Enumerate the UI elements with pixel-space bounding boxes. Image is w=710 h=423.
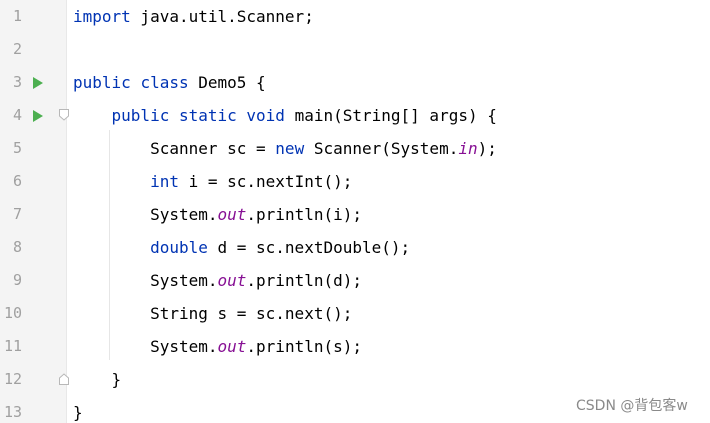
code-line[interactable]: 2 [0, 33, 710, 66]
watermark: CSDN @背包客w [576, 398, 688, 414]
line-number: 6 [12, 172, 22, 190]
code-text: int i = sc.nextInt(); [73, 165, 352, 198]
code-token [73, 106, 112, 125]
keyword-token: import [73, 7, 131, 26]
line-number: 3 [12, 73, 22, 91]
keyword-token: new [275, 139, 305, 158]
code-token: ); [477, 139, 497, 158]
code-line[interactable]: 11 System.out.println(s); [0, 330, 710, 363]
keyword-token: void [246, 106, 285, 125]
code-line[interactable]: 13} [0, 396, 710, 423]
code-line[interactable]: 12 } [0, 363, 710, 396]
code-line[interactable]: 7 System.out.println(i); [0, 198, 710, 231]
code-token [131, 73, 141, 92]
code-token: System. [73, 337, 218, 356]
code-token [73, 172, 150, 191]
line-number: 9 [12, 271, 22, 289]
keyword-token: class [140, 73, 189, 92]
line-number: 13 [3, 403, 22, 421]
static-field-token: out [217, 205, 247, 224]
fold-open-icon[interactable] [59, 109, 69, 121]
code-token: .println(s); [246, 337, 362, 356]
code-token: d = sc.nextDouble(); [207, 238, 411, 257]
code-line[interactable]: 8 double d = sc.nextDouble(); [0, 231, 710, 264]
keyword-token: double [150, 238, 208, 257]
code-text: public static void main(String[] args) { [73, 99, 497, 132]
code-line[interactable]: 5 Scanner sc = new Scanner(System.in); [0, 132, 710, 165]
code-line[interactable]: 1 import java.util.Scanner; [0, 0, 710, 33]
code-token: String s = sc.next(); [73, 304, 353, 323]
keyword-token: int [150, 172, 179, 191]
code-line[interactable]: 3 public class Demo5 { [0, 66, 710, 99]
line-number: 7 [12, 205, 22, 223]
code-token: Scanner(System. [304, 139, 459, 158]
static-field-token: in [458, 139, 478, 158]
indent-guide [109, 130, 110, 360]
code-token: java.util.Scanner; [130, 7, 314, 26]
code-token: .println(d); [246, 271, 362, 290]
line-number: 2 [12, 40, 22, 58]
code-line[interactable]: 4 public static void main(String[] args)… [0, 99, 710, 132]
run-icon[interactable] [33, 110, 43, 122]
line-number: 10 [3, 304, 22, 322]
keyword-token: static [178, 106, 237, 125]
code-token: System. [73, 205, 218, 224]
code-token [169, 106, 179, 125]
code-token: .println(i); [246, 205, 362, 224]
keyword-token: public [73, 73, 131, 92]
code-token: i = sc.nextInt(); [178, 172, 353, 191]
static-field-token: out [217, 337, 247, 356]
line-number: 1 [12, 7, 22, 25]
code-text: System.out.println(i); [73, 198, 362, 231]
code-text: System.out.println(s); [73, 330, 362, 363]
code-text: import java.util.Scanner; [73, 0, 314, 33]
code-text: double d = sc.nextDouble(); [73, 231, 410, 264]
code-line[interactable]: 9 System.out.println(d); [0, 264, 710, 297]
code-text: public class Demo5 { [73, 66, 266, 99]
line-number: 5 [12, 139, 22, 157]
code-token: Demo5 { [188, 73, 266, 92]
keyword-token: public [111, 106, 170, 125]
line-number: 8 [12, 238, 22, 256]
line-number: 4 [12, 106, 22, 124]
code-text: Scanner sc = new Scanner(System.in); [73, 132, 497, 165]
code-token [73, 238, 150, 257]
code-text: System.out.println(d); [73, 264, 362, 297]
line-number-gutter [0, 0, 67, 423]
code-token [237, 106, 247, 125]
run-icon[interactable] [33, 77, 43, 89]
static-field-token: out [217, 271, 247, 290]
code-line[interactable]: 6 int i = sc.nextInt(); [0, 165, 710, 198]
code-line[interactable]: 10 String s = sc.next(); [0, 297, 710, 330]
code-token: System. [73, 271, 218, 290]
line-number: 11 [3, 337, 22, 355]
code-token: } [73, 370, 122, 389]
code-token: main(String[] args) { [284, 106, 497, 125]
fold-close-icon[interactable] [59, 373, 69, 385]
code-text: String s = sc.next(); [73, 297, 352, 330]
line-number: 12 [3, 370, 22, 388]
code-text: } [73, 396, 83, 423]
code-text: } [73, 363, 122, 396]
code-token: Scanner sc = [73, 139, 276, 158]
code-token: } [73, 403, 83, 422]
